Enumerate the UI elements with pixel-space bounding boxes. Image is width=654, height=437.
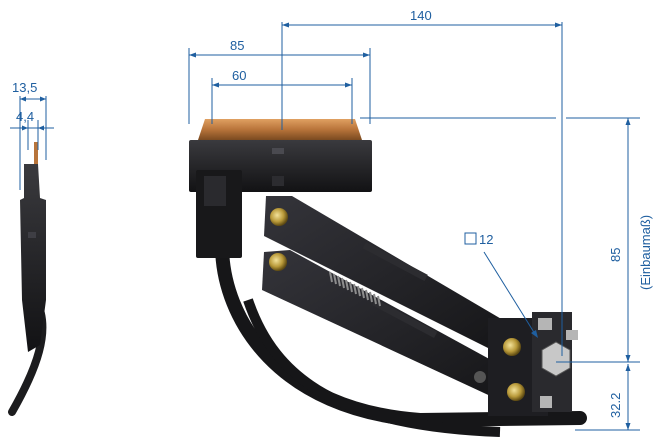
side-view: 13,5 4,4 [8,80,54,416]
dim-total-length: 140 [410,8,432,23]
dim-side-width-outer: 13,5 [12,80,37,95]
housing-notch [272,176,284,186]
side-view-contact [34,142,38,164]
rivet-upper-left [270,208,288,226]
front-view: 140 85 60 12 85 (Einbaumaß) 32.2 [188,8,653,437]
rivet-upper-right [503,338,521,356]
dim-bottom-height: 32.2 [608,393,623,418]
lower-arm-emboss [372,298,438,338]
clamp-bolt-right [566,330,578,340]
dim-contact-inner: 60 [232,68,246,83]
dim-square-size: 12 [479,232,493,247]
side-view-slot [28,232,36,238]
dim-contact-outer: 85 [230,38,244,53]
secondary-cable [243,298,501,437]
lower-arm [262,250,524,406]
screw-arm [474,371,486,383]
dim-mount-height: 85 [608,248,623,262]
clamp-bolt-top [538,318,552,330]
dim-mount-height-note: (Einbaumaß) [638,215,653,290]
clamp-bolt-bottom [540,396,552,408]
carbon-contact-strip [198,119,362,140]
dim-side-width-inner: 4,4 [16,109,34,124]
upper-arm-emboss [362,242,428,282]
cable-entry-clip [204,176,226,206]
clamp-hex-nut [541,341,571,377]
rivet-lower-left [269,253,287,271]
side-view-body [20,164,46,352]
upper-arm [264,196,520,360]
tension-spring [329,271,381,307]
square-symbol [464,232,477,245]
housing-vent [272,148,284,154]
rivet-lower-right [507,383,525,401]
